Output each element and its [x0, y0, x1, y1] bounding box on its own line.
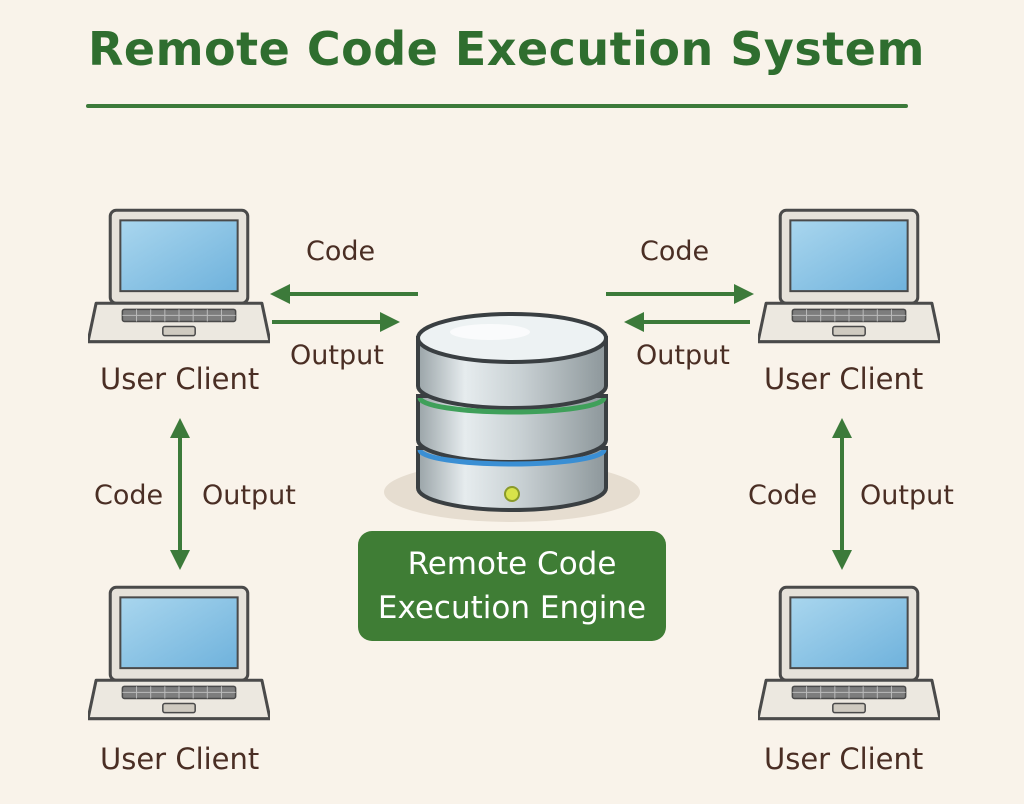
client-label-top-right: User Client — [764, 362, 924, 396]
laptop-icon-bottom-left — [88, 585, 270, 721]
title-underline — [86, 104, 908, 108]
engine-label-box: Remote Code Execution Engine — [358, 531, 666, 641]
client-label-bottom-left: User Client — [100, 742, 260, 776]
label-output-left-vertical: Output — [202, 480, 296, 511]
laptop-icon-top-left — [88, 208, 270, 344]
server-icon — [384, 312, 640, 522]
page-title: Remote Code Execution System — [88, 22, 925, 76]
label-output-top-left: Output — [290, 340, 384, 371]
engine-label-line1: Remote Code — [407, 546, 617, 582]
laptop-icon-top-right — [758, 208, 940, 344]
engine-label-line2: Execution Engine — [377, 590, 647, 626]
label-code-top-right: Code — [640, 236, 710, 267]
label-code-right-vertical: Code — [748, 480, 818, 511]
label-code-left-vertical: Code — [94, 480, 164, 511]
laptop-icon-bottom-right — [758, 585, 940, 721]
client-label-top-left: User Client — [100, 362, 260, 396]
label-code-top-left: Code — [306, 236, 376, 267]
label-output-right-vertical: Output — [860, 480, 954, 511]
client-label-bottom-right: User Client — [764, 742, 924, 776]
label-output-top-right: Output — [636, 340, 730, 371]
